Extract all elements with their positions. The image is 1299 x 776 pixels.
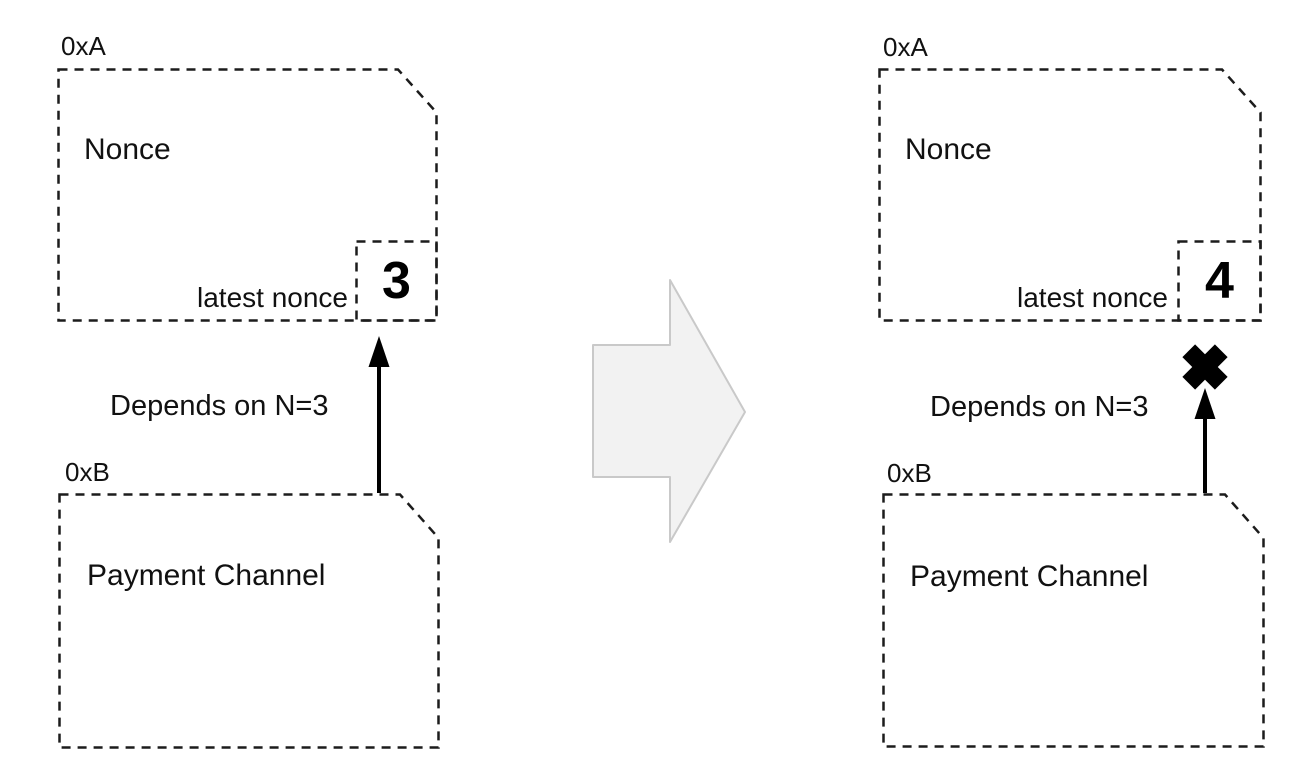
- payment-contract-address: 0xB: [65, 457, 110, 487]
- transition-right-arrow-icon: [592, 279, 746, 543]
- nonce-contract-address: 0xA: [883, 32, 928, 62]
- latest-nonce-label: latest nonce: [197, 282, 348, 313]
- nonce-contract-box: [57, 68, 438, 322]
- latest-nonce-value: 3: [382, 252, 411, 310]
- payment-contract-address: 0xB: [887, 458, 932, 488]
- payment-contract-title: Payment Channel: [87, 559, 326, 592]
- dependency-label: Depends on N=3: [110, 390, 329, 422]
- latest-nonce-value: 4: [1205, 252, 1234, 310]
- nonce-contract-box: [878, 68, 1262, 322]
- nonce-contract-title: Nonce: [84, 133, 171, 166]
- payment-contract-box: [58, 493, 440, 749]
- broken-dependency-cross-icon: [1182, 344, 1228, 390]
- latest-nonce-box: [1177, 240, 1262, 322]
- payment-contract-box: [882, 493, 1265, 748]
- nonce-contract-address: 0xA: [61, 31, 106, 61]
- latest-nonce-box: [355, 240, 438, 322]
- nonce-contract-title: Nonce: [905, 133, 992, 166]
- payment-contract-title: Payment Channel: [910, 560, 1149, 593]
- dependency-up-arrow-icon: [368, 336, 390, 493]
- latest-nonce-label: latest nonce: [1017, 282, 1168, 313]
- dependency-up-arrow-icon: [1194, 388, 1216, 493]
- dependency-label: Depends on N=3: [930, 391, 1149, 423]
